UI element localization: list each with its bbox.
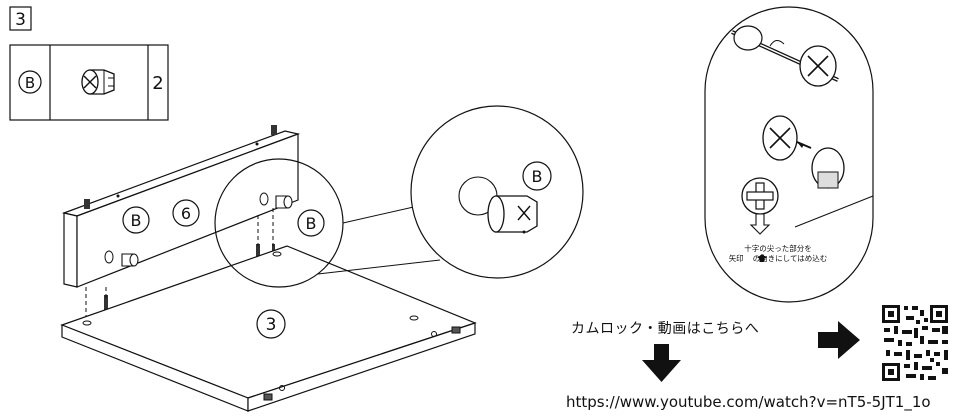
back-panel: B 6 B [61, 125, 325, 322]
detail-bubble: B [410, 105, 584, 279]
detail-note-line2-before: 矢印 [728, 254, 744, 263]
detail-part-label: B [532, 167, 543, 186]
detail-note-line2-after: の向きにしてはめ込む [752, 254, 828, 263]
bottom-panel-number: 3 [266, 315, 277, 335]
instruction-pill [704, 6, 874, 303]
detail-note: 十字の尖った部分を 矢印の向きにしてはめ込む [718, 244, 838, 264]
zoom-connector [214, 158, 441, 288]
cam-lock-icon [104, 192, 293, 267]
video-callout: カムロック・動画はこちらへ [571, 321, 760, 337]
arrow-up-icon [757, 254, 767, 262]
parts-box-part-label: B [25, 74, 35, 92]
cam-lock-icon [81, 69, 115, 95]
step-number-box: 3 [9, 6, 32, 31]
arrow-down-icon [749, 213, 771, 235]
parts-box-quantity: 2 [152, 73, 163, 94]
video-url[interactable]: https://www.youtube.com/watch?v=nT5-5JT1… [566, 393, 931, 411]
cam-lock-icon [487, 195, 538, 234]
arrow-right-icon [818, 321, 860, 359]
detail-note-line2: 矢印の向きにしてはめ込む [718, 254, 838, 264]
qr-code-icon [880, 303, 950, 383]
back-panel-number: 6 [181, 204, 191, 223]
parts-box: B 2 [9, 44, 169, 121]
arrow-down-icon [642, 344, 681, 382]
panel-part-label-right: B [306, 214, 317, 233]
panel-part-label-left: B [131, 211, 142, 230]
bottom-panel: 3 [60, 245, 477, 412]
detail-note-line1: 十字の尖った部分を [744, 244, 812, 253]
step-number: 3 [15, 10, 26, 30]
